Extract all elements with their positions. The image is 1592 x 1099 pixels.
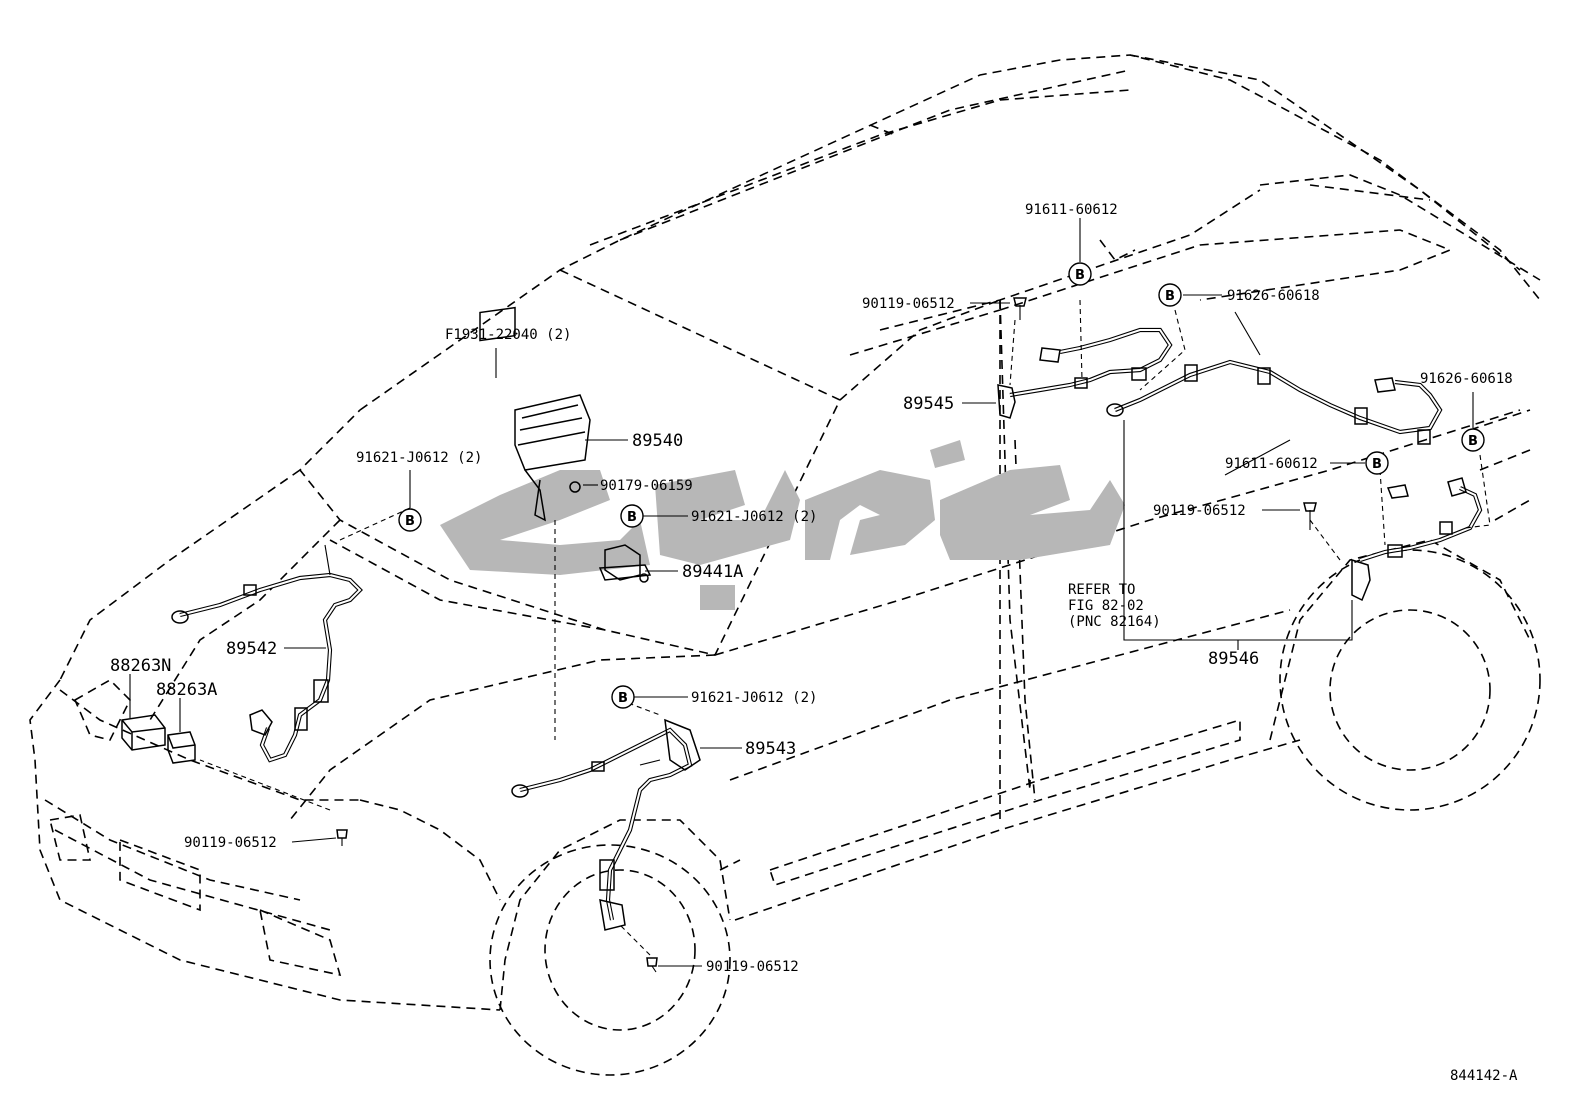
label-91611-top: 91611-60612 xyxy=(1025,202,1118,218)
svg-text:B: B xyxy=(618,691,628,706)
label-90119-bottom: 90119-06512 xyxy=(706,959,799,975)
callout-b-lower: B xyxy=(611,685,635,709)
label-90119-left: 90119-06512 xyxy=(184,835,277,851)
label-91621-left: 91621-J0612 (2) xyxy=(356,450,482,466)
relay-88263a xyxy=(167,731,196,764)
label-91611-mid: 91611-60612 xyxy=(1225,456,1318,472)
callout-b-right-mid: B xyxy=(1365,451,1389,475)
label-refer-line3: (PNC 82164) xyxy=(1068,614,1161,630)
label-88263a: 88263A xyxy=(156,680,217,700)
svg-text:B: B xyxy=(627,510,637,525)
connection-dashes xyxy=(199,299,1491,956)
abs-ecu-89540 xyxy=(479,306,591,522)
svg-text:B: B xyxy=(1075,268,1085,283)
label-90119-right: 90119-06512 xyxy=(1153,503,1246,519)
label-refer-line2: FIG 82-02 xyxy=(1068,598,1144,614)
speed-sensor-wire-89542 xyxy=(171,544,363,763)
leader-lines xyxy=(129,218,1474,967)
svg-text:B: B xyxy=(1468,434,1478,449)
callout-b-center: B xyxy=(620,504,644,528)
label-90179: 90179-06159 xyxy=(600,478,693,494)
bolt-90119-left xyxy=(336,829,348,846)
speed-sensor-wire-89543 xyxy=(511,718,701,931)
callout-b-top-center: B xyxy=(1068,262,1092,286)
speed-sensor-89546 xyxy=(1303,477,1483,602)
label-89545: 89545 xyxy=(903,394,954,414)
bolt-90119-bottom xyxy=(646,957,658,973)
figure-id: 844142-A xyxy=(1450,1068,1518,1084)
relay-88263n xyxy=(121,714,166,751)
label-91621-low: 91621-J0612 (2) xyxy=(691,690,817,706)
svg-text:B: B xyxy=(405,514,415,529)
callout-b-left: B xyxy=(398,508,422,532)
label-91626-a: 91626-60618 xyxy=(1227,288,1320,304)
label-89540: 89540 xyxy=(632,431,683,451)
car-body-outline xyxy=(29,54,1541,1076)
label-refer-line1: REFER TO xyxy=(1068,582,1135,598)
callout-b-right-edge: B xyxy=(1461,428,1485,452)
label-f1931: F1931-22040 (2) xyxy=(445,327,571,343)
label-89543: 89543 xyxy=(745,739,796,759)
yaw-rate-sensor-89441a xyxy=(598,544,652,583)
callout-b-top-right: B xyxy=(1158,283,1182,307)
rear-wire-harness xyxy=(1106,359,1443,445)
label-89441a: 89441A xyxy=(682,562,743,582)
watermark xyxy=(440,440,1125,610)
label-89546: 89546 xyxy=(1208,649,1259,669)
speed-sensor-89545 xyxy=(997,297,1173,419)
label-90119-top: 90119-06512 xyxy=(862,296,955,312)
label-91626-b: 91626-60618 xyxy=(1420,371,1513,387)
label-91621-mid: 91621-J0612 (2) xyxy=(691,509,817,525)
label-89542: 89542 xyxy=(226,639,277,659)
svg-text:B: B xyxy=(1165,289,1175,304)
label-88263n: 88263N xyxy=(110,656,171,676)
svg-text:B: B xyxy=(1372,457,1382,472)
